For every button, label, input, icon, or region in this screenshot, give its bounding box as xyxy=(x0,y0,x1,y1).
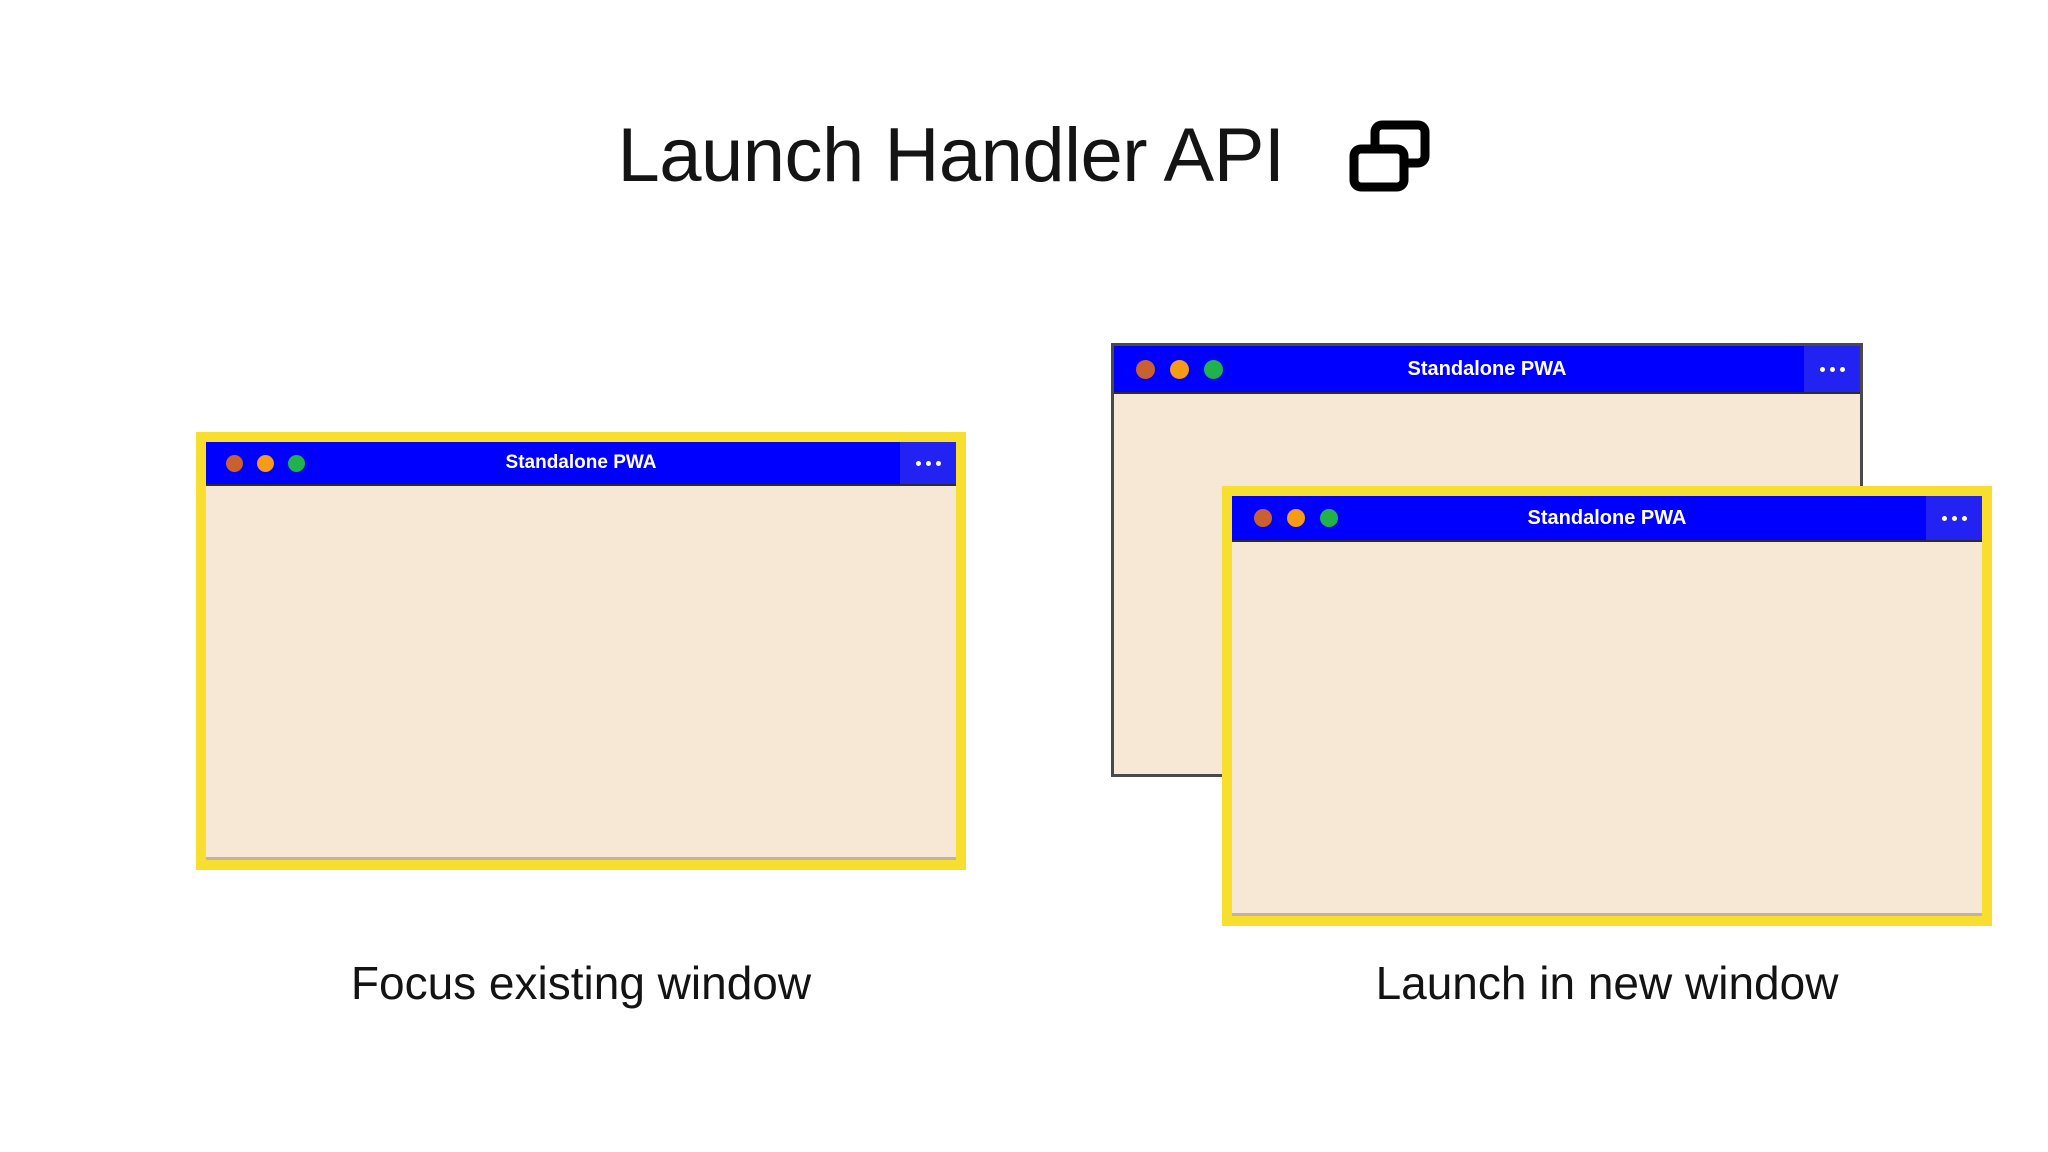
left-window[interactable]: Standalone PWA xyxy=(196,432,966,870)
close-dot-icon[interactable] xyxy=(1254,509,1272,527)
minimize-dot-icon[interactable] xyxy=(1287,509,1305,527)
maximize-dot-icon[interactable] xyxy=(1204,359,1223,379)
right-back-window-titlebar[interactable]: Standalone PWA xyxy=(1114,346,1860,394)
minimize-dot-icon[interactable] xyxy=(257,454,274,472)
page-header: Launch Handler API xyxy=(0,118,2048,194)
maximize-dot-icon[interactable] xyxy=(1320,509,1338,527)
page-title: Launch Handler API xyxy=(617,113,1285,198)
more-options-icon xyxy=(1819,366,1845,372)
caption-launch-in-new-window: Launch in new window xyxy=(1375,957,1839,1009)
maximize-dot-icon[interactable] xyxy=(288,454,305,472)
more-options-button[interactable] xyxy=(900,442,956,484)
caption-focus-existing-window: Focus existing window xyxy=(350,957,812,1009)
left-window-inner: Standalone PWA xyxy=(206,442,956,860)
left-window-titlebar[interactable]: Standalone PWA xyxy=(206,442,956,486)
more-options-icon xyxy=(915,460,941,466)
right-front-window-titlebar[interactable]: Standalone PWA xyxy=(1232,496,1982,542)
more-options-button[interactable] xyxy=(1804,346,1860,392)
right-front-window-content xyxy=(1232,542,1982,916)
right-front-window-inner: Standalone PWA xyxy=(1232,496,1982,916)
more-options-button[interactable] xyxy=(1926,496,1982,540)
left-window-content xyxy=(206,486,956,860)
right-front-window[interactable]: Standalone PWA xyxy=(1222,486,1992,926)
traffic-lights xyxy=(1254,509,1353,527)
minimize-dot-icon[interactable] xyxy=(1170,359,1189,379)
close-dot-icon[interactable] xyxy=(1136,359,1155,379)
traffic-lights xyxy=(226,454,319,472)
more-options-icon xyxy=(1941,515,1967,521)
two-windows-icon xyxy=(1349,120,1431,192)
traffic-lights xyxy=(1136,359,1238,379)
close-dot-icon[interactable] xyxy=(226,454,243,472)
